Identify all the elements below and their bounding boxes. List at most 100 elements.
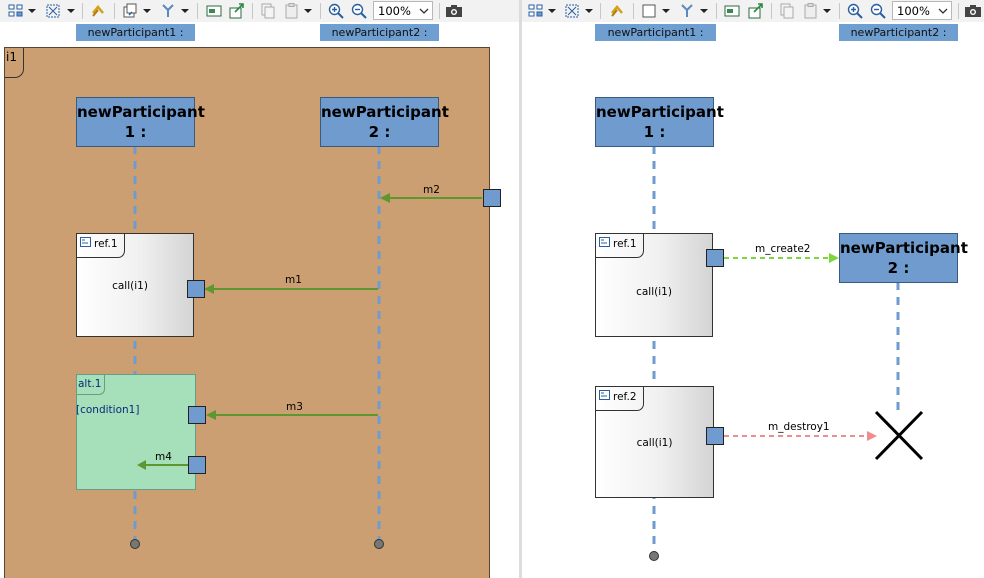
chevron-down-icon[interactable] xyxy=(142,3,152,19)
destruction-x-icon xyxy=(874,410,924,461)
message-m2-label[interactable]: m2 xyxy=(423,184,440,196)
ref-tab xyxy=(596,234,644,258)
ref-icon xyxy=(80,237,91,247)
message-create-label[interactable]: m_create2 xyxy=(755,243,811,255)
copy-frame-icon[interactable] xyxy=(120,3,140,19)
chevron-down-icon[interactable] xyxy=(547,3,557,19)
chevron-down-icon[interactable] xyxy=(303,3,313,19)
header-participant-2[interactable]: newParticipant2 : xyxy=(839,24,958,41)
participant-1-suffix: 1 : xyxy=(643,123,666,141)
ref1-label: ref.1 xyxy=(94,238,118,250)
zoom-select[interactable]: 100% xyxy=(373,1,433,20)
export-icon[interactable] xyxy=(227,3,247,19)
layout-icon[interactable] xyxy=(6,3,26,19)
participant-1-box[interactable]: newParticipant 1 : xyxy=(76,97,205,147)
select-icon[interactable] xyxy=(562,3,582,19)
paste-icon[interactable] xyxy=(801,3,821,19)
frame-label: i1 xyxy=(5,48,24,78)
camera-icon[interactable] xyxy=(963,3,983,19)
right-diagram-pane: 100% newParticipant1 : newParticipant2 :… xyxy=(522,0,984,578)
left-toolbar: 100% xyxy=(0,0,519,22)
filter-icon[interactable] xyxy=(677,3,697,19)
gate-port-m2[interactable] xyxy=(483,189,501,207)
refresh-link-icon[interactable] xyxy=(88,3,108,19)
copy-frame-icon[interactable] xyxy=(639,3,659,19)
alt-tab xyxy=(77,375,105,395)
chevron-down-icon[interactable] xyxy=(822,3,832,19)
right-diagram-lines xyxy=(649,146,924,561)
ref-icon xyxy=(599,237,610,247)
header-participant-1[interactable]: newParticipant1 : xyxy=(76,24,195,41)
ref-tab xyxy=(77,234,125,258)
gate-port-m1[interactable] xyxy=(187,280,205,298)
combined-fragment-alt1[interactable]: alt.1 [condition1] xyxy=(76,374,196,490)
layout-icon[interactable] xyxy=(526,3,546,19)
interaction-use-ref1[interactable]: ref.1 call(i1) xyxy=(595,233,713,337)
message-destroy-label[interactable]: m_destroy1 xyxy=(768,421,830,433)
zoom-out-icon[interactable] xyxy=(868,3,888,19)
zoom-out-icon[interactable] xyxy=(349,3,369,19)
ref2-call-text: call(i1) xyxy=(636,437,673,449)
header-participant-2[interactable]: newParticipant2 : xyxy=(320,24,439,41)
gate-port-create[interactable] xyxy=(706,249,724,267)
message-m4-label[interactable]: m4 xyxy=(155,451,172,463)
zoom-select[interactable]: 100% xyxy=(892,1,952,20)
participant-2-name: newParticipant xyxy=(321,103,449,121)
view-icon[interactable] xyxy=(204,3,224,19)
chevron-down-icon[interactable] xyxy=(180,3,190,19)
export-icon[interactable] xyxy=(746,3,766,19)
interaction-use-ref1[interactable]: ref.1 call(i1) xyxy=(76,233,194,337)
chevron-down-icon[interactable] xyxy=(699,3,709,19)
message-destroy-arrowhead xyxy=(867,431,877,441)
camera-icon[interactable] xyxy=(444,3,464,19)
participant-1-suffix: 1 : xyxy=(124,123,147,141)
interaction-use-ref2[interactable]: ref.2 call(i1) xyxy=(595,386,714,498)
gate-port-m4[interactable] xyxy=(188,456,206,474)
gate-port-destroy[interactable] xyxy=(706,427,724,445)
right-toolbar: 100% xyxy=(522,0,984,22)
message-m3-label[interactable]: m3 xyxy=(286,401,303,413)
chevron-down-icon[interactable] xyxy=(66,3,76,19)
copy-icon[interactable] xyxy=(258,3,278,19)
participant-1-name: newParticipant xyxy=(596,103,724,121)
participant-2-suffix: 2 : xyxy=(368,123,391,141)
ref1-label: ref.1 xyxy=(613,238,637,250)
participant-1-name: newParticipant xyxy=(77,103,205,121)
copy-icon[interactable] xyxy=(777,3,797,19)
refresh-link-icon[interactable] xyxy=(607,3,627,19)
zoom-in-icon[interactable] xyxy=(845,3,865,19)
header-participant-1[interactable]: newParticipant1 : xyxy=(595,24,716,41)
zoom-value: 100% xyxy=(897,3,930,18)
message-create-arrowhead xyxy=(829,253,839,263)
ref-tab xyxy=(596,387,644,411)
view-icon[interactable] xyxy=(722,3,742,19)
participant-2-suffix: 2 : xyxy=(887,259,910,277)
participant-2-name: newParticipant xyxy=(840,239,968,257)
message-m1-label[interactable]: m1 xyxy=(285,274,302,286)
filter-icon[interactable] xyxy=(158,3,178,19)
alt1-label: alt.1 xyxy=(78,378,102,390)
zoom-in-icon[interactable] xyxy=(326,3,346,19)
chevron-down-icon xyxy=(938,8,948,14)
pane-divider[interactable] xyxy=(519,0,522,578)
ref1-call-text: call(i1) xyxy=(636,286,672,298)
participant-header-row: newParticipant1 : newParticipant2 : xyxy=(522,22,984,45)
paste-icon[interactable] xyxy=(282,3,302,19)
zoom-value: 100% xyxy=(378,3,411,18)
lifeline-end-1 xyxy=(649,551,659,561)
participant-1-box[interactable]: newParticipant 1 : xyxy=(595,97,724,147)
ref1-call-text: call(i1) xyxy=(112,280,148,292)
participant-2-box[interactable]: newParticipant 2 : xyxy=(839,233,968,283)
chevron-down-icon[interactable] xyxy=(661,3,671,19)
ref-icon xyxy=(599,390,610,400)
chevron-down-icon[interactable] xyxy=(584,3,594,19)
gate-port-m3[interactable] xyxy=(188,406,206,424)
select-icon[interactable] xyxy=(43,3,63,19)
participant-2-box[interactable]: newParticipant 2 : xyxy=(320,97,449,147)
left-diagram-pane: 100% newParticipant1 : newParticipant2 :… xyxy=(0,0,519,578)
ref2-label: ref.2 xyxy=(613,391,637,403)
chevron-down-icon xyxy=(419,8,429,14)
participant-header-row: newParticipant1 : newParticipant2 : xyxy=(0,22,519,45)
alt1-condition: [condition1] xyxy=(76,404,140,416)
chevron-down-icon[interactable] xyxy=(27,3,37,19)
